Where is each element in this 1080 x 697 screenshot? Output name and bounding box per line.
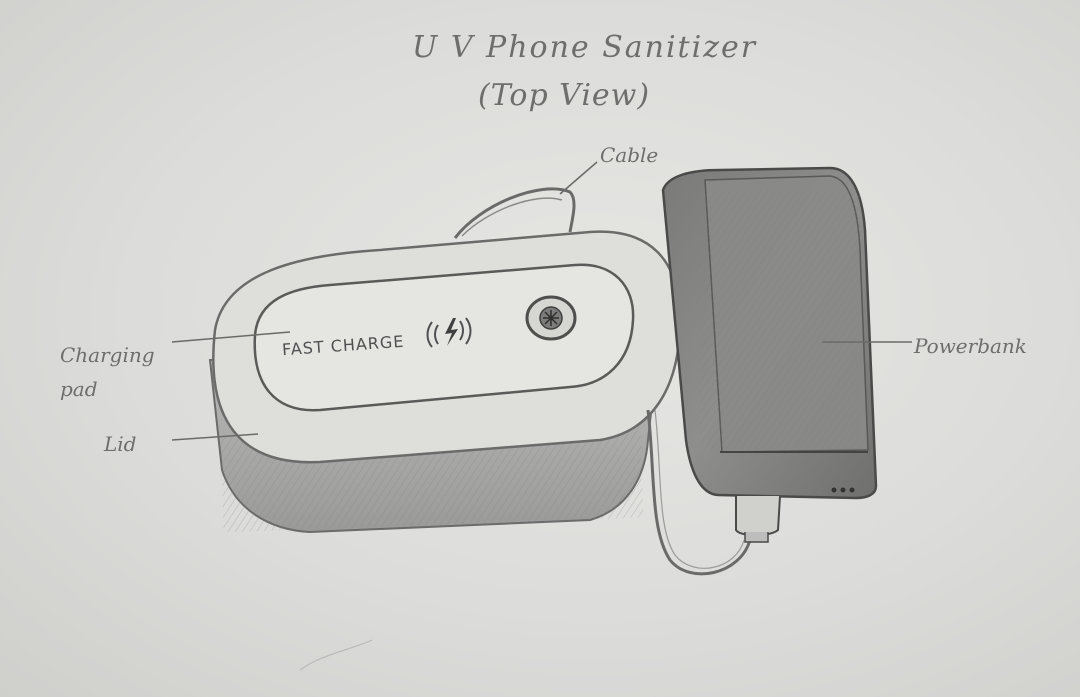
label-charging-pad: Charging pad — [60, 343, 155, 401]
leader-charging-pad — [171, 331, 291, 343]
leader-cable — [559, 161, 598, 195]
diagram-title: U V Phone Sanitizer — [412, 30, 758, 65]
power-bank-shape — [661, 166, 878, 543]
uv-button-icon — [525, 295, 577, 341]
cable-top-loop — [453, 187, 576, 239]
label-lid: Lid — [104, 432, 137, 456]
leader-lid — [171, 433, 259, 441]
label-cable: Cable — [600, 143, 659, 167]
cable-bottom — [646, 409, 752, 576]
label-power-bank: Powerbank — [914, 334, 1027, 358]
wireless-charge-icon — [426, 317, 472, 348]
diagram-subtitle: (Top View) — [478, 78, 651, 113]
